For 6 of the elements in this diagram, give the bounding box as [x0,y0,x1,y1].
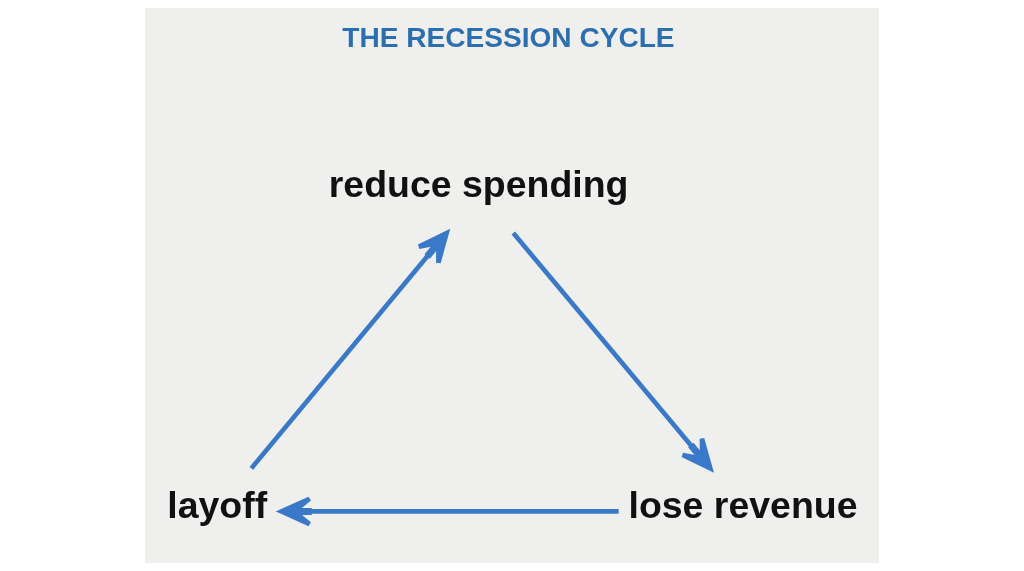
node-text: layoff [167,483,268,526]
arrow [511,231,713,471]
node-text: lose revenue [628,483,858,526]
diagram-title: THE RECESSION CYCLE [342,21,675,53]
node-text: reduce spending [328,163,629,206]
arrow [249,230,449,470]
